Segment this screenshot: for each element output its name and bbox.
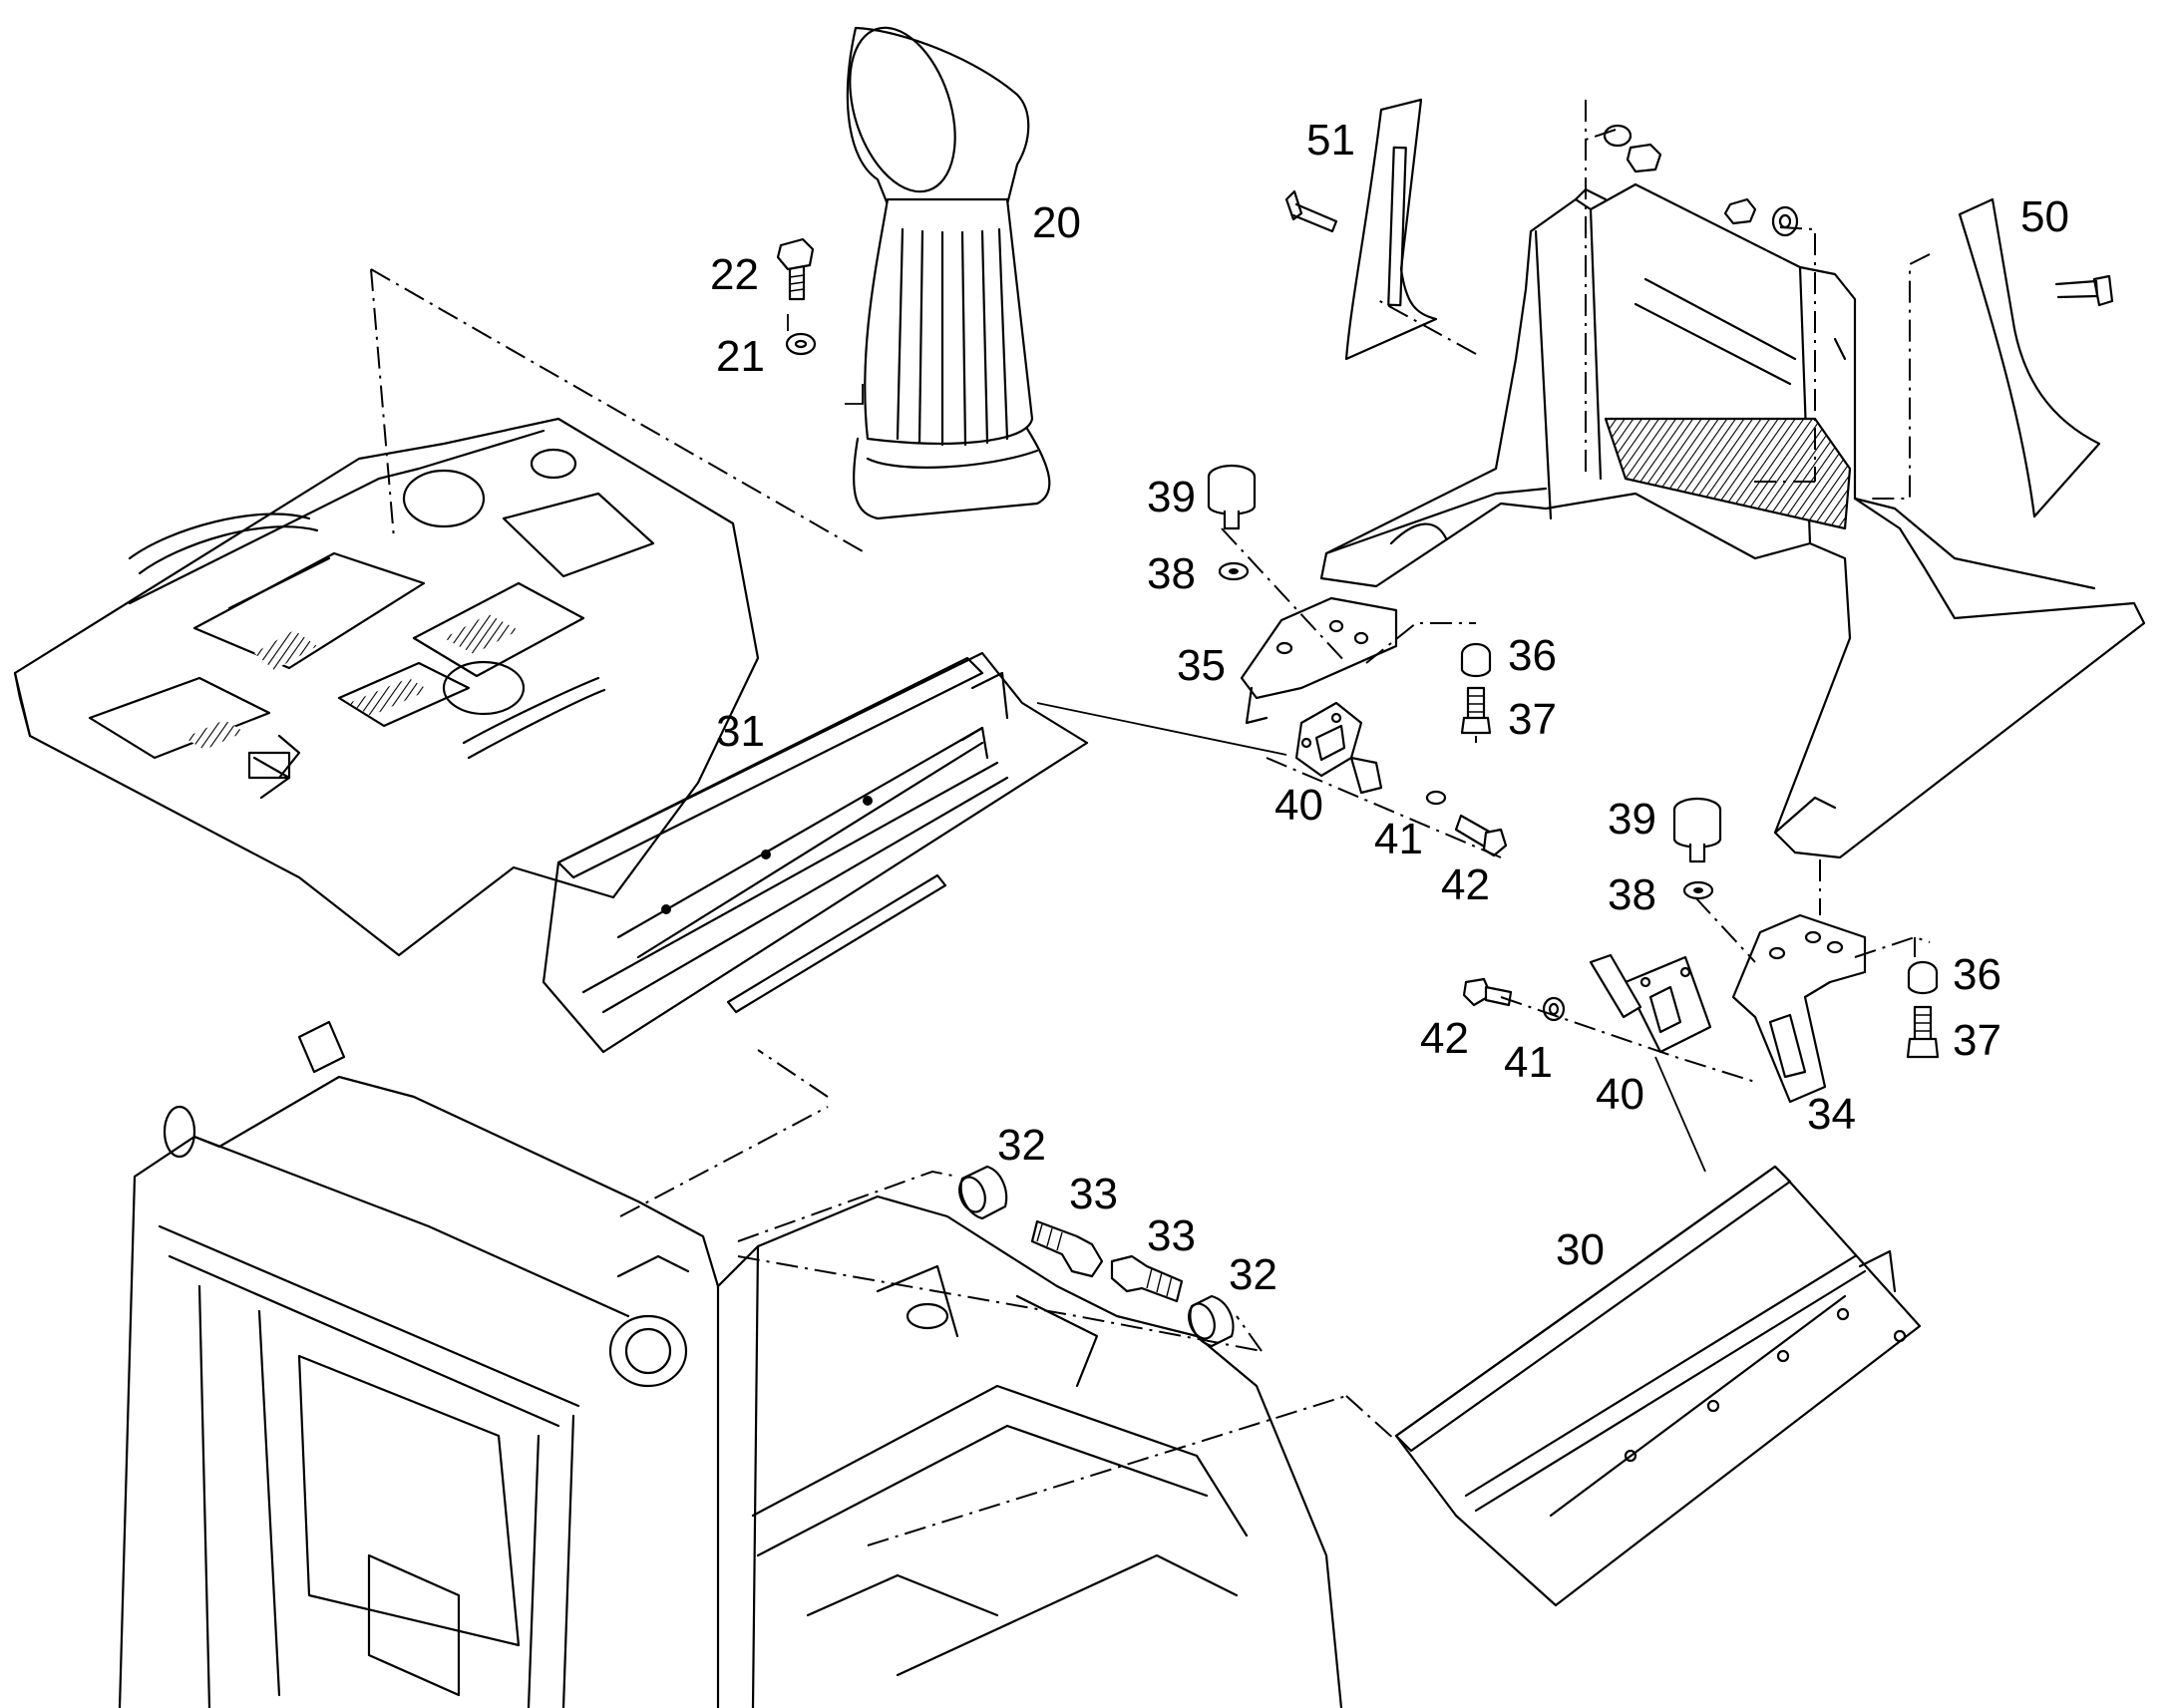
spacer-36-lower (1907, 960, 1939, 995)
machine-chassis (118, 1020, 1343, 1708)
callout-31: 31 (716, 707, 765, 756)
callout-38-lower: 38 (1608, 870, 1656, 919)
callout-30: 30 (1556, 1225, 1605, 1274)
rubber-stop-39-upper (1207, 464, 1257, 530)
callout-51: 51 (1306, 116, 1355, 165)
air-intake-snorkel (846, 26, 1051, 520)
bracket-35 (1240, 596, 1398, 725)
assembly-lines (370, 100, 1931, 1546)
bolt-42-lower (1462, 977, 1513, 1007)
callout-37-lower: 37 (1953, 1016, 2001, 1065)
bolt-42-upper (1454, 814, 1508, 857)
spacer-36-upper (1460, 642, 1492, 678)
washer-41-lower (1542, 996, 1566, 1022)
bolt-37-upper (1460, 686, 1492, 735)
callout-33-upper: 33 (1069, 1170, 1118, 1218)
callout-labels: 20 21 22 30 31 32 32 33 33 34 35 36 36 3… (710, 116, 2069, 1299)
side-panel-50 (1958, 197, 2101, 518)
callout-34: 34 (1807, 1090, 1856, 1139)
callout-22: 22 (710, 250, 759, 299)
callout-50: 50 (2020, 192, 2069, 241)
bolt-51 (1284, 189, 1338, 233)
callout-38-upper: 38 (1147, 549, 1196, 598)
seat-support-frame (1319, 182, 2146, 859)
bracket-34 (1731, 913, 1867, 1104)
callout-32-upper: 32 (997, 1121, 1046, 1170)
latch-40-lower (1589, 953, 1712, 1054)
callout-42-lower: 42 (1420, 1014, 1469, 1063)
callout-37-upper: 37 (1508, 695, 1557, 744)
washer-41-upper (1425, 790, 1447, 806)
washer-21 (785, 332, 817, 356)
bolt-33-upper (1030, 1219, 1104, 1278)
bolt-22 (776, 237, 815, 301)
callout-42-upper: 42 (1441, 860, 1490, 909)
footrest-rail-31 (542, 651, 1089, 1054)
washer-38-lower (1682, 880, 1714, 900)
rubber-stop-39-lower (1672, 797, 1722, 863)
callout-41-upper: 41 (1374, 815, 1423, 863)
callout-40-upper: 40 (1274, 781, 1323, 830)
callout-20: 20 (1032, 198, 1081, 247)
callout-35: 35 (1177, 641, 1226, 690)
callout-21: 21 (716, 332, 765, 381)
bolt-50 (2054, 274, 2114, 307)
washer-38-upper (1218, 561, 1250, 581)
floor-plate (13, 417, 760, 957)
callout-40-lower: 40 (1596, 1070, 1644, 1119)
callout-39-upper: 39 (1147, 473, 1196, 521)
side-panel-51 (1344, 98, 1438, 361)
callout-41-lower: 41 (1504, 1038, 1553, 1087)
callout-36-lower: 36 (1953, 950, 2001, 999)
bushing-32-lower (1188, 1294, 1235, 1348)
latch-40-upper (1294, 701, 1383, 795)
bolt-33-lower (1110, 1254, 1184, 1303)
callout-33-lower: 33 (1147, 1211, 1196, 1260)
callout-32-lower: 32 (1229, 1250, 1277, 1299)
callout-39-lower: 39 (1608, 795, 1656, 844)
nut-washer-top (1603, 124, 1799, 237)
callout-36-upper: 36 (1508, 631, 1557, 680)
bushing-32-upper (958, 1165, 1008, 1220)
bolt-37-lower (1906, 1005, 1940, 1059)
footrest-rail-30 (1394, 1165, 1922, 1607)
